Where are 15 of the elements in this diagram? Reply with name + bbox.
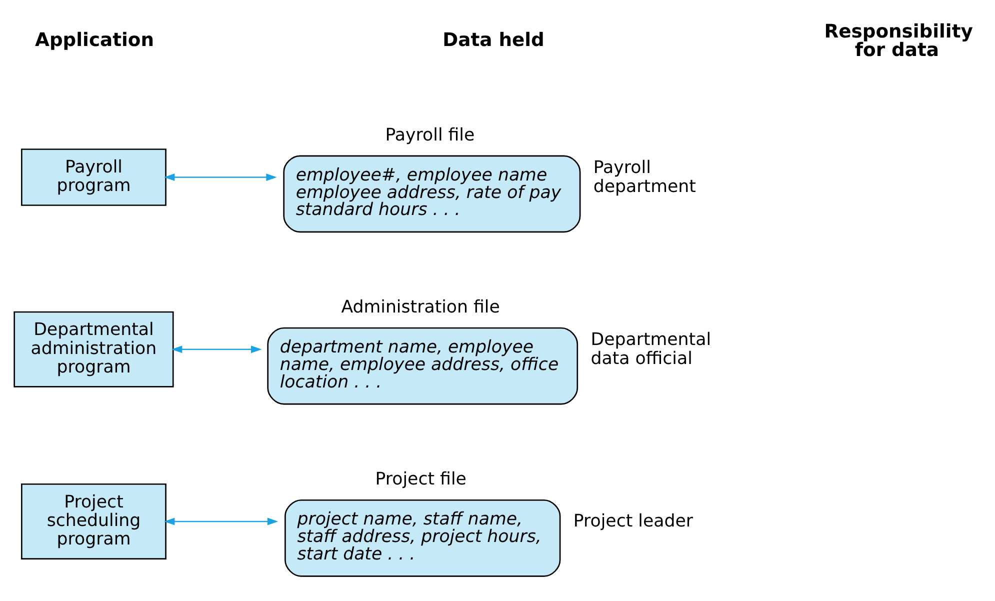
label: Application bbox=[34, 30, 154, 51]
node-box: Payroll program bbox=[20, 148, 166, 206]
label: Data held bbox=[442, 30, 544, 51]
node-label: Administration file bbox=[340, 297, 500, 318]
arrow bbox=[164, 517, 278, 525]
node-box: Project scheduling program bbox=[20, 482, 166, 559]
node-box: Departmental administration program bbox=[13, 310, 174, 387]
node-label: Payroll file bbox=[384, 124, 474, 145]
node-label: Project leader bbox=[572, 511, 693, 532]
label: Responsibility for data bbox=[824, 20, 972, 61]
node-label: Project file bbox=[374, 469, 466, 490]
node-label: Payroll department bbox=[592, 158, 696, 196]
node-label: Departmental data official bbox=[590, 330, 711, 368]
arrow bbox=[164, 173, 276, 180]
arrow bbox=[170, 345, 262, 353]
